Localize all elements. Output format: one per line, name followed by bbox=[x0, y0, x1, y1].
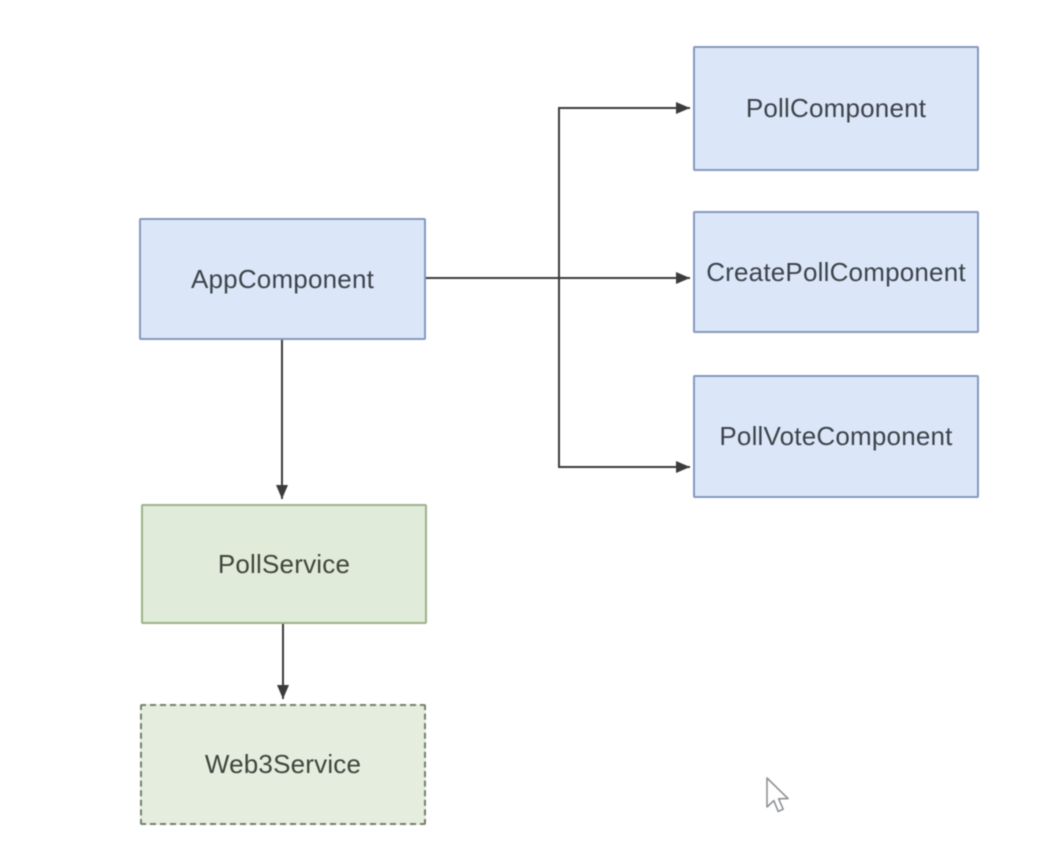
node-poll-service[interactable]: PollService bbox=[141, 504, 427, 624]
edge-app-to-poll bbox=[558, 102, 690, 278]
node-label: PollComponent bbox=[745, 93, 927, 123]
mouse-cursor-icon bbox=[766, 777, 789, 813]
node-poll-component[interactable]: PollComponent bbox=[693, 46, 979, 171]
edge-app-to-pollvote bbox=[558, 278, 690, 473]
node-label: CreatePollComponent bbox=[706, 256, 966, 287]
node-label: PollVoteComponent bbox=[719, 421, 953, 451]
node-label: AppComponent bbox=[190, 263, 375, 294]
node-app-component[interactable]: AppComponent bbox=[139, 218, 426, 340]
node-label: PollService bbox=[217, 548, 351, 579]
node-web3-service[interactable]: Web3Service bbox=[140, 704, 426, 825]
node-create-poll-component[interactable]: CreatePollComponent bbox=[693, 211, 979, 333]
node-poll-vote-component[interactable]: PollVoteComponent bbox=[693, 375, 979, 498]
node-label: Web3Service bbox=[204, 749, 362, 779]
